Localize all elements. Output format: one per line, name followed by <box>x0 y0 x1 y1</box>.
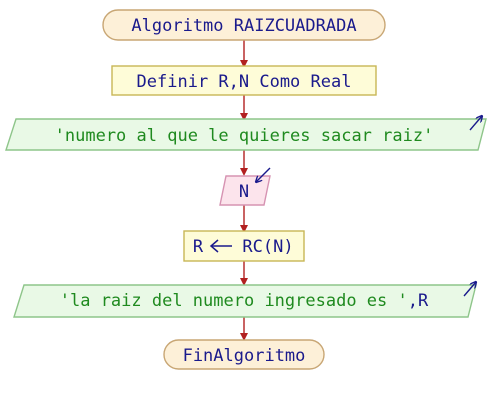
output-prompt-label: 'numero al que le quieres sacar raiz' <box>55 126 434 146</box>
start-label: Algoritmo RAIZCUADRADA <box>131 16 356 36</box>
output-arrow-icon <box>469 116 482 131</box>
input-arrow-icon <box>256 167 271 182</box>
define-label: Definir R,N Como Real <box>137 72 352 92</box>
input-read[interactable]: N <box>219 167 271 206</box>
output-result-label: 'la raiz del numero ingresado es ',R <box>60 291 429 311</box>
assign-process[interactable]: R RC(N) <box>183 230 305 262</box>
output-result-string: 'la raiz del numero ingresado es ' <box>60 291 408 311</box>
end-terminal[interactable]: FinAlgoritmo <box>163 339 325 370</box>
end-label: FinAlgoritmo <box>183 346 306 366</box>
assign-arrow-icon <box>209 239 232 253</box>
assign-var: R <box>193 237 204 257</box>
define-process[interactable]: Definir R,N Como Real <box>111 65 377 96</box>
input-label: N <box>239 182 249 202</box>
output-result[interactable]: 'la raiz del numero ingresado es ',R <box>13 282 476 318</box>
output-result-var: ,R <box>408 291 429 311</box>
output-prompt[interactable]: 'numero al que le quieres sacar raiz' <box>5 116 487 151</box>
start-terminal[interactable]: Algoritmo RAIZCUADRADA <box>102 9 386 41</box>
output-result-arrow-icon <box>463 282 476 297</box>
assign-expression: RC(N) <box>242 237 293 257</box>
